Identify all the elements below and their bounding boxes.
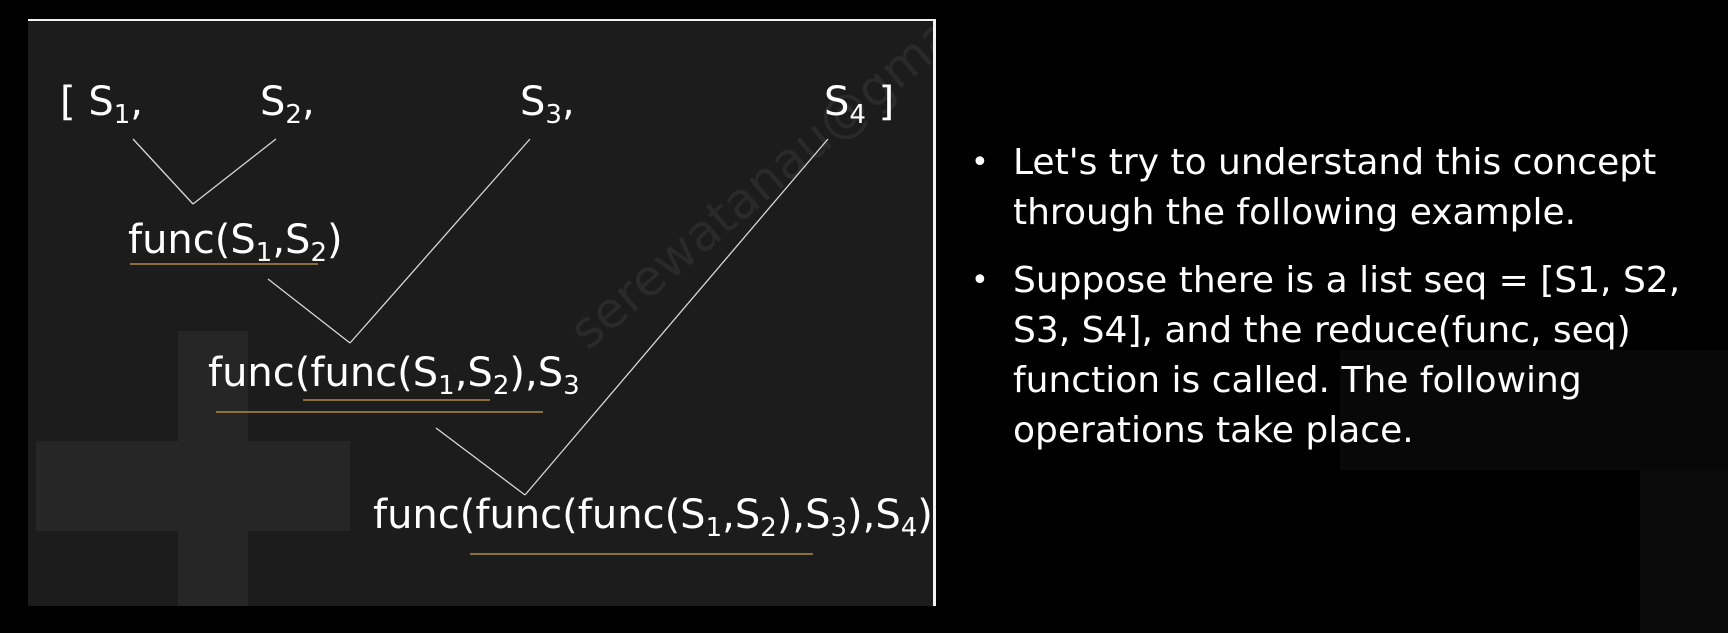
bullet-dot-icon: • — [971, 263, 989, 298]
bullet-2-line-1: Suppose there is a list seq = [S1, S2, — [1013, 260, 1681, 301]
connector-s2 — [192, 138, 277, 205]
list-item-s4: S4 ] — [824, 79, 894, 130]
bullet-1-line-2: through the following example. — [1013, 192, 1577, 233]
watermark-text: serewatanau@gmail.com — [558, 21, 933, 360]
connector-s3 — [349, 138, 531, 344]
reduce-diagram: serewatanau@gmail.com [ S1, S2, S3, S4 ]… — [36, 21, 933, 606]
connector-level2 — [435, 427, 526, 496]
bullet-item-1: • Let's try to understand this concept t… — [965, 138, 1685, 238]
node-level3: func(func(func(S1,S2),S3),S4) — [373, 492, 933, 543]
connector-lines — [132, 138, 829, 496]
node-level2: func(func(S1,S2),S3 — [208, 350, 580, 401]
diagram-panel: serewatanau@gmail.com [ S1, S2, S3, S4 ]… — [28, 19, 936, 606]
bullet-2-line-3: function is called. The following — [1013, 360, 1582, 401]
connector-level1 — [267, 278, 351, 344]
connector-s1 — [132, 138, 194, 205]
bullet-2-line-4: operations take place. — [1013, 410, 1414, 451]
list-item-s3: S3, — [520, 79, 575, 130]
bullet-2-line-2: S3, S4], and the reduce(func, seq) — [1013, 310, 1631, 351]
bullet-1-line-1: Let's try to understand this concept — [1013, 142, 1657, 183]
list-item-s2: S2, — [260, 79, 315, 130]
explanation-list: • Let's try to understand this concept t… — [965, 138, 1685, 474]
node-level1: func(S1,S2) — [128, 217, 343, 268]
bullet-item-2: • Suppose there is a list seq = [S1, S2,… — [965, 256, 1685, 456]
bullet-dot-icon: • — [971, 145, 989, 180]
connector-s4 — [524, 138, 829, 496]
list-item-s1: [ S1, — [60, 79, 143, 130]
plus-decoration — [36, 331, 350, 606]
